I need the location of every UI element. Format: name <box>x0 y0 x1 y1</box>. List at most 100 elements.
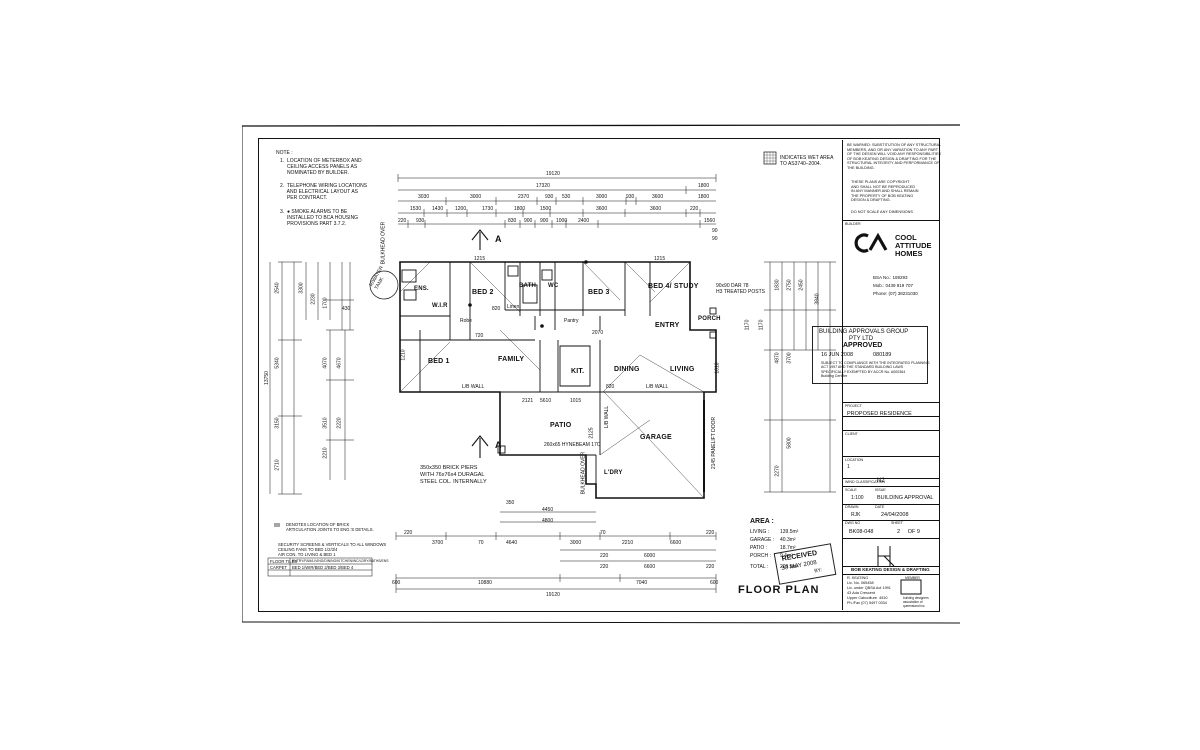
room-linen: Linen <box>507 304 520 310</box>
dim-patio-9: 1210 <box>400 349 407 361</box>
note-3: 3. ● SMOKE ALARMS TO BE INSTALLED TO BCA… <box>280 209 359 227</box>
issue-value: BUILDING APPROVAL <box>877 495 934 501</box>
room-entry: ENTRY <box>655 322 680 329</box>
wind-value: N2 <box>877 478 885 484</box>
area-porch-value: 9.4m² <box>780 553 793 559</box>
room-bed-1: BED 1 <box>428 358 450 365</box>
dim-bottom-6: 2210 <box>622 540 634 546</box>
dwg-label: DWG NO <box>845 521 861 525</box>
dim-bottom-r3-0: 220 <box>600 564 609 570</box>
dim-row4-8: 220 <box>690 206 699 212</box>
copyright: THESE PLANS ARE COPYRIGHT AND SHALL NOT … <box>851 180 919 202</box>
room-bed-4-study: BED 4/ STUDY <box>648 283 699 290</box>
builder-label: BUILDER <box>845 222 861 226</box>
dim-row3-9: 1800 <box>698 194 710 200</box>
dim-left-12: 1700 <box>322 297 329 309</box>
dim-bottom-r4-0: 600 <box>392 580 401 586</box>
title-block: BE WARNED: SUBSTITUTION OF ANY STRUCTURA… <box>842 140 941 610</box>
dim-right-1: 4870 <box>774 352 781 364</box>
room-porch: PORCH <box>698 316 721 322</box>
firm-association: building designers association of queens… <box>903 596 929 608</box>
dim-patio-12: 820 <box>492 306 501 312</box>
lb-wall-1: L/B WALL <box>462 384 485 390</box>
builder-contact: BSA No.: 169293 Mob.: 0439 919 707 Phone… <box>873 275 918 296</box>
project-label: PROJECT <box>845 404 862 408</box>
brick-articulation-note: DENOTES LOCATION OF BRICK ARTICULATION J… <box>286 522 374 532</box>
room-laundry: L'DRY <box>604 470 623 476</box>
issue-label: ISSUE <box>875 488 886 492</box>
room-patio: PATIO <box>550 422 572 429</box>
dim-bottom-r2-1: 6000 <box>644 553 656 559</box>
dim-patio-10: 1215 <box>474 256 486 262</box>
dim-bottom-5: 70 <box>600 530 606 536</box>
dim-patio-13: 720 <box>475 333 484 339</box>
room-wc: WC <box>548 283 559 289</box>
dim-bottom-overall: 19120 <box>546 592 560 598</box>
floor-tiles-value: ENTRY/FAM/LIVING/DINING/KITCHEN/WC/LDRY/… <box>292 559 389 563</box>
section-a-bottom: A <box>495 440 502 450</box>
posts-note: 90x90 DAR 78 H3 TREATED POSTS <box>716 283 765 295</box>
dim-row5-1: 930 <box>416 218 425 224</box>
dim-bottom-2: 70 <box>478 540 484 546</box>
area-patio-label: PATIO : <box>750 545 768 551</box>
approval-line3: APPROVED <box>843 342 883 349</box>
approval-line1: BUILDING APPROVALS GROUP <box>819 329 909 335</box>
beam-2: 2145 PANELIFT DOOR <box>711 416 718 470</box>
dim-right-7: 3700 <box>786 352 793 364</box>
date-value: 24/04/2008 <box>881 512 909 518</box>
dim-row4-0: 1530 <box>410 206 422 212</box>
dim-bottom-r3-1: 6600 <box>644 564 656 570</box>
dim-bottom-8: 220 <box>706 530 715 536</box>
firm-name: BOB KEATING DESIGN & DRAFTING <box>851 567 930 572</box>
area-porch-label: PORCH : <box>750 553 771 559</box>
area-garage-value: 40.3m² <box>780 537 796 543</box>
dim-top-second: 17320 <box>536 183 550 189</box>
dim-row4-7: 3600 <box>650 206 662 212</box>
sheet-value: 2 OF 9 <box>897 529 920 535</box>
firm-details: R. KEATING Lic. No. 065458 Lic. under QB… <box>847 576 891 605</box>
room-kitchen: KIT. <box>571 368 585 375</box>
note-1: 1. LOCATION OF METERBOX AND CEILING ACCE… <box>280 158 362 176</box>
dim-right-6: 1830 <box>774 279 781 291</box>
builder-logo-line2: ATTITUDE <box>895 241 932 250</box>
carpet-label: CARPET <box>270 565 287 570</box>
room-bed-3: BED 3 <box>588 289 610 296</box>
dim-row3-6: 3000 <box>596 194 608 200</box>
room-bed-2: BED 2 <box>472 289 494 296</box>
dim-right-2: 5800 <box>786 437 793 449</box>
dim-patio-8: 1818 <box>714 362 721 374</box>
sheet-label: SHEET <box>891 521 903 525</box>
scale-value: 1:100 <box>851 495 864 501</box>
approval-number: 080189 <box>873 352 892 358</box>
dim-row4-9: 1560 <box>704 218 716 224</box>
dim-right-4: 1170 <box>744 319 751 331</box>
dim-row3-2: 2370 <box>518 194 530 200</box>
dim-patio-3: 2121 <box>522 398 534 404</box>
dim-bottom-3: 4640 <box>506 540 518 546</box>
area-living-label: LIVING : <box>750 529 770 535</box>
dim-left-13: 430 <box>342 306 351 312</box>
location-label: LOCATION <box>845 458 864 462</box>
note-2: 2. TELEPHONE WIRING LOCATIONS AND ELECTR… <box>280 183 368 201</box>
approval-date: 16 JUN 2008 <box>821 352 854 358</box>
wind-label: WIND CLASSIFICATION <box>845 480 885 484</box>
project-value: PROPOSED RESIDENCE <box>847 411 912 417</box>
firm-member: MEMBER <box>905 576 920 580</box>
dim-bottom-0: 220 <box>404 530 413 536</box>
dim-row3-0: 3030 <box>418 194 430 200</box>
received-stamp-by: BY: <box>813 567 823 575</box>
location-value: 1 <box>847 464 850 470</box>
area-total-label: TOTAL : <box>750 564 769 570</box>
dim-row3-5: 530 <box>562 194 571 200</box>
builder-logo-line1: COOL <box>895 233 917 242</box>
sheet-edges <box>242 124 960 624</box>
carpet-value: BED 1/WIR/BED 2/BED 3/BED 4 <box>292 565 354 570</box>
beam-1: 260x65 HYNEBEAM 17C <box>544 442 601 448</box>
dim-patio-4: 5610 <box>540 398 552 404</box>
drawing-border <box>258 138 940 612</box>
room-family: FAMILY <box>498 356 525 363</box>
date-label: DATE <box>875 505 885 509</box>
scale-label: SCALE <box>845 488 857 492</box>
dim-row5-6: 900 <box>540 218 549 224</box>
